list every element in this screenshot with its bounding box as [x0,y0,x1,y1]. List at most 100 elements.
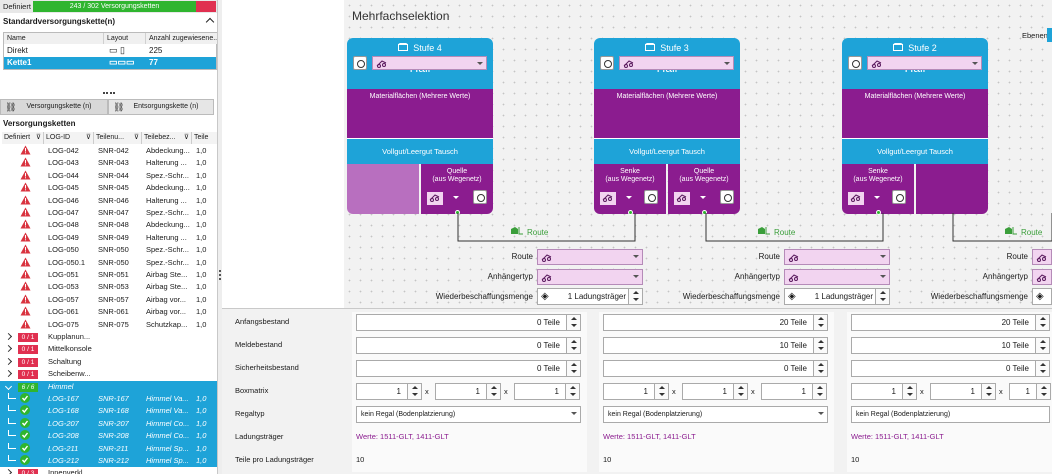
sicher-input[interactable]: 0 Teile [851,360,1050,377]
spinner-icon[interactable] [565,384,579,399]
spinner-icon[interactable] [813,338,827,353]
stage-card[interactable]: Stufe 2HallMaterialflächen (Mehrere Wert… [842,38,988,215]
target-icon[interactable] [353,56,367,70]
section-title-standard[interactable]: Standardversorgungskette(n) [0,15,217,29]
trailer-icon[interactable] [848,192,864,205]
spinner-icon[interactable] [566,338,580,353]
grid-header-layout[interactable]: Layout [104,33,146,44]
trailer-icon[interactable] [427,192,443,205]
connector-dot[interactable] [876,210,881,215]
spinner-icon[interactable] [981,384,995,399]
filter-icon[interactable]: ⊽ [85,134,91,141]
route-link[interactable]: Route [1004,226,1042,237]
target-icon[interactable] [473,190,487,204]
col-teile[interactable]: Teile [192,132,217,144]
filter-icon[interactable]: ⊽ [183,134,189,141]
spinner-icon[interactable] [1036,384,1050,399]
chevron-right-icon[interactable] [4,469,13,474]
boxmatrix-input[interactable]: 1 [514,383,580,400]
grid-header-count[interactable]: Anzahl zugewiesene... [146,33,217,44]
tab-entsorgungskette[interactable]: ⛓ Entsorgungskette (n) [108,99,214,115]
melde-input[interactable]: 0 Teile [356,337,581,354]
spinner-icon[interactable] [902,384,916,399]
chevron-right-icon[interactable] [4,332,13,341]
spinner-icon[interactable] [1035,338,1049,353]
spinner-icon[interactable] [566,361,580,376]
spinner-icon[interactable] [1035,315,1049,330]
spinner-icon[interactable] [1035,361,1049,376]
boxmatrix-input[interactable]: 1 [682,383,748,400]
regaltyp-select[interactable]: kein Regal (Bodenplatzierung) [603,406,828,423]
wiederbeschaffung-input[interactable]: ◈1 Ladungsträger [537,288,643,305]
chevron-right-icon[interactable] [4,357,13,365]
anhaenger-dropdown[interactable] [1032,269,1052,285]
regaltyp-select[interactable]: kein Regal (Bodenplatzierung) [851,406,1050,423]
chevron-down-icon[interactable] [724,62,730,65]
tab-versorgungskette[interactable]: ⛓ Versorgungskette (n) [0,99,108,115]
chain-row-kette1[interactable]: Kette1 ▭▭▭ 77 [4,57,216,69]
anhaenger-dropdown[interactable] [784,269,890,285]
regaltyp-select[interactable]: kein Regal (Bodenplatzierung) [356,406,581,423]
grid-header-name[interactable]: Name [4,33,104,44]
anfang-input[interactable]: 20 Teile [603,314,828,331]
spinner-icon[interactable] [813,361,827,376]
target-icon[interactable] [892,190,906,204]
chevron-down-icon[interactable] [633,255,639,258]
chevron-down-icon[interactable] [633,275,639,278]
chevron-down-icon[interactable] [972,62,978,65]
connector-dot[interactable] [455,210,460,215]
stage-card[interactable]: Stufe 3HallMaterialflächen (Mehrere Wert… [594,38,740,215]
filter-icon[interactable]: ⊽ [35,134,41,141]
spinner-icon[interactable] [812,384,826,399]
spinner-icon[interactable] [407,384,421,399]
boxmatrix-input[interactable]: 1 [761,383,827,400]
chevron-down-icon[interactable] [818,412,824,415]
vertical-splitter[interactable] [218,0,222,474]
chevron-down-icon[interactable] [874,196,880,199]
col-teilenummer[interactable]: Teilenu...⊽ [94,132,142,144]
route-dropdown[interactable] [1032,249,1052,265]
boxmatrix-input[interactable]: 1 [851,383,917,400]
chevron-down-icon[interactable] [626,196,632,199]
chevron-right-icon[interactable] [4,345,13,353]
boxmatrix-input[interactable]: 1 [930,383,996,400]
melde-input[interactable]: 10 Teile [851,337,1050,354]
chevron-down-icon[interactable] [880,255,886,258]
target-icon[interactable] [720,190,734,204]
col-log-id[interactable]: LOG-ID⊽ [44,132,94,144]
ebenen-toggle[interactable] [1047,28,1052,42]
anfang-input[interactable]: 0 Teile [356,314,581,331]
trailer-icon[interactable] [600,192,616,205]
connector-dot[interactable] [702,210,707,215]
spinner-icon[interactable] [813,315,827,330]
route-dropdown[interactable] [537,249,643,265]
col-teilebez[interactable]: Teilebez...⊽ [142,132,192,144]
wiederbeschaffung-input[interactable]: ◈ [1032,288,1052,305]
spinner-icon[interactable] [875,289,889,304]
chevron-down-icon[interactable] [477,62,483,65]
route-link[interactable]: Route [757,226,795,237]
boxmatrix-input[interactable]: 1 [356,383,422,400]
chevron-down-icon[interactable] [571,412,577,415]
